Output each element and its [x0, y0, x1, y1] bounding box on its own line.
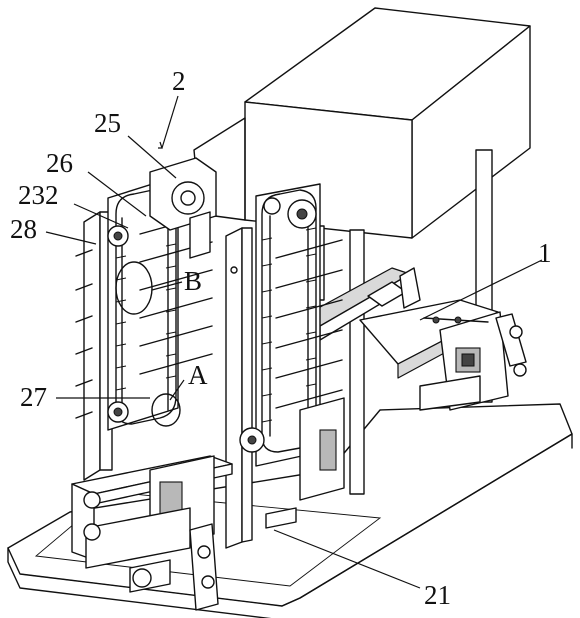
leader-lines [45, 95, 543, 589]
left-lift-frame [75, 157, 217, 481]
label-A: A [188, 360, 208, 390]
right-shelf-bars [275, 239, 343, 409]
right-chain-links [261, 227, 317, 423]
lower-base-frame [71, 455, 297, 611]
rail-assembly [299, 267, 527, 411]
label-21: 21 [424, 580, 451, 610]
label-1: 1 [538, 238, 552, 268]
right-lift-frame [225, 183, 345, 549]
label-2: 2 [172, 66, 186, 96]
label-25: 25 [94, 108, 121, 138]
label-B: B [184, 266, 202, 296]
label-26: 26 [46, 148, 73, 178]
label-232: 232 [18, 180, 59, 210]
label-27: 27 [20, 382, 47, 412]
label-28: 28 [10, 214, 37, 244]
callout-labels: 2 25 26 232 28 B A 27 1 21 [10, 66, 552, 610]
